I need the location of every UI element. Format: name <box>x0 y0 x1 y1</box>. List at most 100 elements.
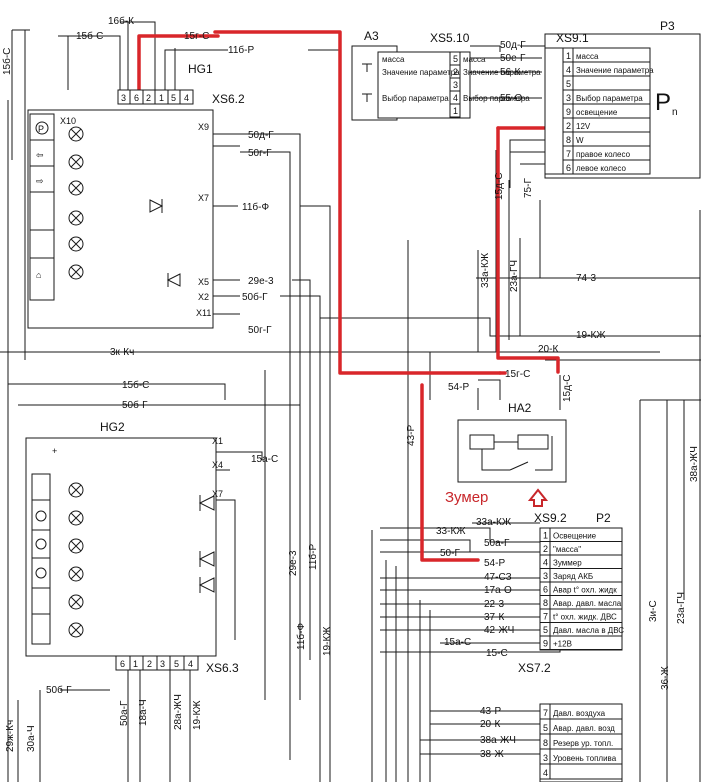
wire-label: 37-К <box>484 612 504 623</box>
pin-function: Авар. давл. возд <box>553 724 615 733</box>
wire-label: 50д-Г <box>248 130 274 141</box>
wire-label: 15г-С <box>505 369 530 380</box>
wire-label: 54-Р <box>484 558 505 569</box>
highlighted-circuit <box>137 30 560 562</box>
wire-label: 43-Р <box>480 706 501 717</box>
wire-label: 74-3 <box>576 273 596 284</box>
wire-label: 29е-3 <box>248 276 274 287</box>
wire-label: 50д-Г <box>500 40 526 51</box>
pin-number: 5 <box>566 79 571 89</box>
wire-label: 22-3 <box>484 599 504 610</box>
pin-number: 8 <box>543 738 548 748</box>
wire-label: 54-Р <box>448 382 469 393</box>
wire-label: 15а-С <box>444 637 471 648</box>
xs62-pin: 2 <box>146 93 151 103</box>
pin-function: освещение <box>576 108 618 117</box>
wire-label: 38а-ЖЧ <box>689 446 700 482</box>
xs62-pin: 5 <box>171 93 176 103</box>
hg2-label: HG2 <box>100 420 125 434</box>
wire-label: 15а-С <box>251 454 278 465</box>
wire-label: 15д-С <box>562 374 573 402</box>
wire-label: 43-Р <box>406 425 417 446</box>
pin-number: 4 <box>453 93 458 103</box>
pin-function: Давл. масла в ДВС <box>553 626 624 635</box>
wire-label: 50б-Г <box>46 684 72 696</box>
pin-function: Зуммер <box>553 559 582 568</box>
p3-label: P3 <box>660 19 675 33</box>
xs63-pin: 4 <box>188 659 193 669</box>
xs62-pin: 1 <box>159 93 164 103</box>
xs510-label: XS5.10 <box>430 31 470 45</box>
p2-label: P2 <box>596 511 611 525</box>
pin-function: масса <box>463 55 486 64</box>
wire-label: 50-Г <box>440 548 460 559</box>
wire-label: 15б-С <box>76 30 103 42</box>
xs63-pin: 1 <box>133 659 138 669</box>
wire-label: 56-К <box>500 67 520 78</box>
svg-text:P: P <box>38 124 44 134</box>
xs62-pin: 3 <box>121 93 126 103</box>
marker-x7: X7 <box>212 489 223 499</box>
wire-label: 15д-С <box>494 172 505 200</box>
pin-number: 3 <box>566 93 571 103</box>
wire-label: 29ж-Кч <box>5 720 16 752</box>
wire-label: 20-К <box>538 344 558 355</box>
a3-pin-function: Выбор параметра <box>382 94 449 103</box>
marker-x1: X1 <box>212 436 223 446</box>
wire-label: 50б-Г <box>242 291 268 303</box>
xs62-label: XS6.2 <box>212 92 245 106</box>
pin-function: W <box>576 136 584 145</box>
hg1-indicator-block: P ⇦ ⇨ ⌂ 3 6 2 1 5 4 HG1 XS6.2 X10 X9 X7 … <box>27 62 245 329</box>
wire-label: 50а-Г <box>119 700 130 726</box>
wire-label: 42-ЖЧ <box>484 625 514 636</box>
hg1-label: HG1 <box>188 62 213 76</box>
buzzer-arrow-icon <box>527 488 549 507</box>
pn-symbol: P <box>655 89 671 116</box>
wire-label: 29е-3 <box>288 550 299 576</box>
wire-label: 47-СЗ <box>484 572 512 583</box>
pin-number: 3 <box>543 571 548 581</box>
marker-x9: X9 <box>198 122 209 132</box>
a3-pin-function: Значение параметра <box>382 68 460 77</box>
pin-function: Давл. воздуха <box>553 709 606 718</box>
wire-label: 19-КЖ <box>192 700 203 730</box>
xs62-pin: 4 <box>184 93 189 103</box>
ha2-buzzer: HA2 Зумер <box>445 401 567 507</box>
pin-number: 2 <box>453 67 458 77</box>
label-cell <box>549 763 623 780</box>
pin-cell <box>449 103 461 118</box>
wire-label: 11б-Р <box>228 44 254 56</box>
wire-label: 23а-ГЧ <box>676 592 687 624</box>
pin-function: масса <box>576 52 599 61</box>
marker-x2: X2 <box>198 292 209 302</box>
wire-label: 20-К <box>480 719 500 730</box>
wire-label: 38-Ж <box>480 749 504 760</box>
wire-label: 36-Ж <box>660 666 671 690</box>
xs62-pin: 6 <box>134 93 139 103</box>
pin-function: Авар t° охл. жидк <box>553 586 617 595</box>
pin-function: правое колесо <box>576 150 631 159</box>
pin-number: 2 <box>543 544 548 554</box>
svg-text:⇦: ⇦ <box>36 150 44 160</box>
pin-function: Значение параметра <box>576 66 654 75</box>
wire-label: 17а-О <box>484 585 512 596</box>
pin-number: 1 <box>453 106 458 116</box>
marker-plus: + <box>52 446 57 456</box>
pin-function: Освещение <box>553 532 597 541</box>
pin-number: 7 <box>566 149 571 159</box>
marker-x5: X5 <box>198 277 209 287</box>
wire-label: 50а-Г <box>484 538 510 549</box>
wire-label: 11б-Ф <box>242 201 269 213</box>
pin-number: 6 <box>543 585 548 595</box>
wire-label: 50е-Г <box>500 53 526 64</box>
pin-number: 9 <box>566 107 571 117</box>
pin-number: 7 <box>543 708 548 718</box>
wire-label: 28а-ЖЧ <box>173 694 184 730</box>
xs63-pin: 6 <box>120 659 125 669</box>
wire-label: 50г-Г <box>248 148 272 159</box>
pin-number: 4 <box>543 768 548 778</box>
pin-function: Значение параметра <box>463 68 541 77</box>
